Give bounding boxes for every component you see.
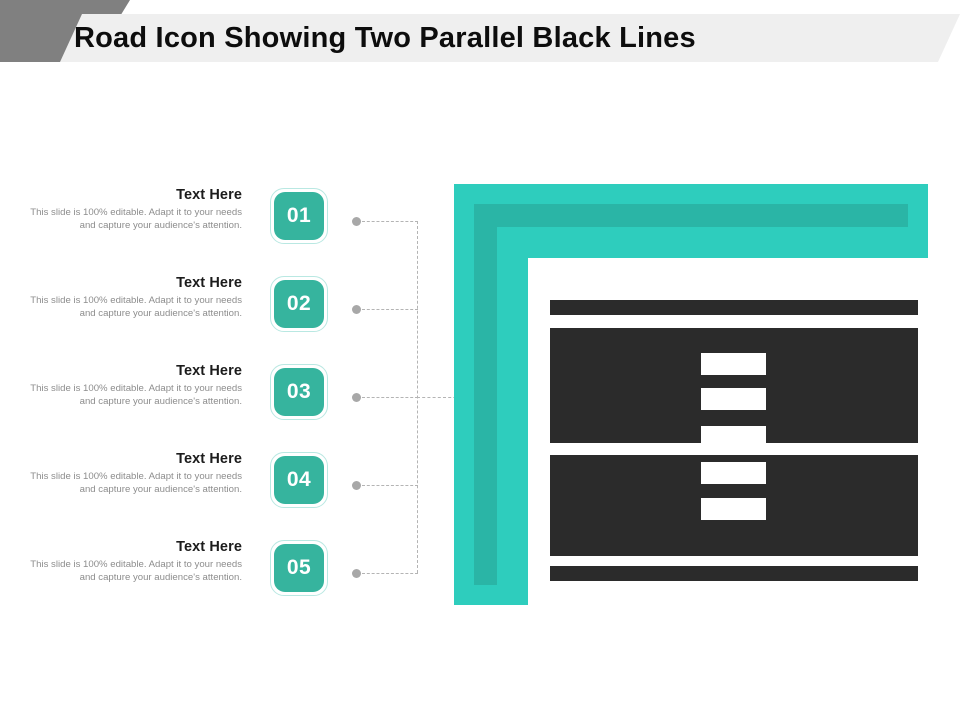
road-icon-panel [454, 184, 940, 617]
step-body-text: This slide is 100% editable. Adapt it to… [30, 559, 242, 583]
step-heading: Text Here [176, 363, 242, 379]
step-body-text: This slide is 100% editable. Adapt it to… [30, 295, 242, 319]
road-frame-divider [474, 204, 940, 617]
step-heading: Text Here [176, 187, 242, 203]
connector-dot-01 [352, 217, 361, 226]
connector-dot-05 [352, 569, 361, 578]
header-banner: Road Icon Showing Two Parallel Black Lin… [0, 0, 960, 62]
step-number-badge[interactable]: 04 [270, 452, 328, 508]
step-number-label: 02 [274, 280, 324, 328]
road-lane-dash-3 [701, 426, 766, 448]
connector-vertical-line [417, 221, 418, 573]
road-lane-dash-1 [701, 353, 766, 375]
step-body-text: This slide is 100% editable. Adapt it to… [30, 207, 242, 231]
step-number-label: 05 [274, 544, 324, 592]
step-body-text: This slide is 100% editable. Adapt it to… [30, 471, 242, 495]
step-number-badge[interactable]: 01 [270, 188, 328, 244]
road-bottom-edge-bar [550, 566, 918, 581]
road-frame-outer [454, 184, 940, 617]
connector-dot-02 [352, 305, 361, 314]
road-lane-dash-4 [701, 462, 766, 484]
step-heading: Text Here [176, 451, 242, 467]
step-number-label: 01 [274, 192, 324, 240]
connector-line-02 [362, 309, 418, 310]
road-lane-dash-5 [701, 498, 766, 520]
step-number-badge[interactable]: 03 [270, 364, 328, 420]
step-number-label: 04 [274, 456, 324, 504]
road-icon [528, 258, 940, 617]
connector-dot-03 [352, 393, 361, 402]
step-body-text: This slide is 100% editable. Adapt it to… [30, 383, 242, 407]
connector-line-04 [362, 485, 418, 486]
connector-line-03 [362, 397, 418, 398]
connector-dot-04 [352, 481, 361, 490]
step-number-badge[interactable]: 02 [270, 276, 328, 332]
step-heading: Text Here [176, 539, 242, 555]
road-center-line-left [550, 443, 693, 455]
road-lane-dash-2 [701, 388, 766, 410]
connector-line-05 [362, 573, 418, 574]
step-heading: Text Here [176, 275, 242, 291]
step-number-badge[interactable]: 05 [270, 540, 328, 596]
road-center-line-right [774, 443, 918, 455]
header-band-shape [60, 14, 960, 62]
page-title: Road Icon Showing Two Parallel Black Lin… [74, 22, 696, 54]
road-frame-inner [497, 227, 940, 617]
connector-line-01 [362, 221, 418, 222]
road-top-edge-bar [550, 300, 918, 315]
step-number-label: 03 [274, 368, 324, 416]
road-upper-lane [550, 328, 918, 443]
